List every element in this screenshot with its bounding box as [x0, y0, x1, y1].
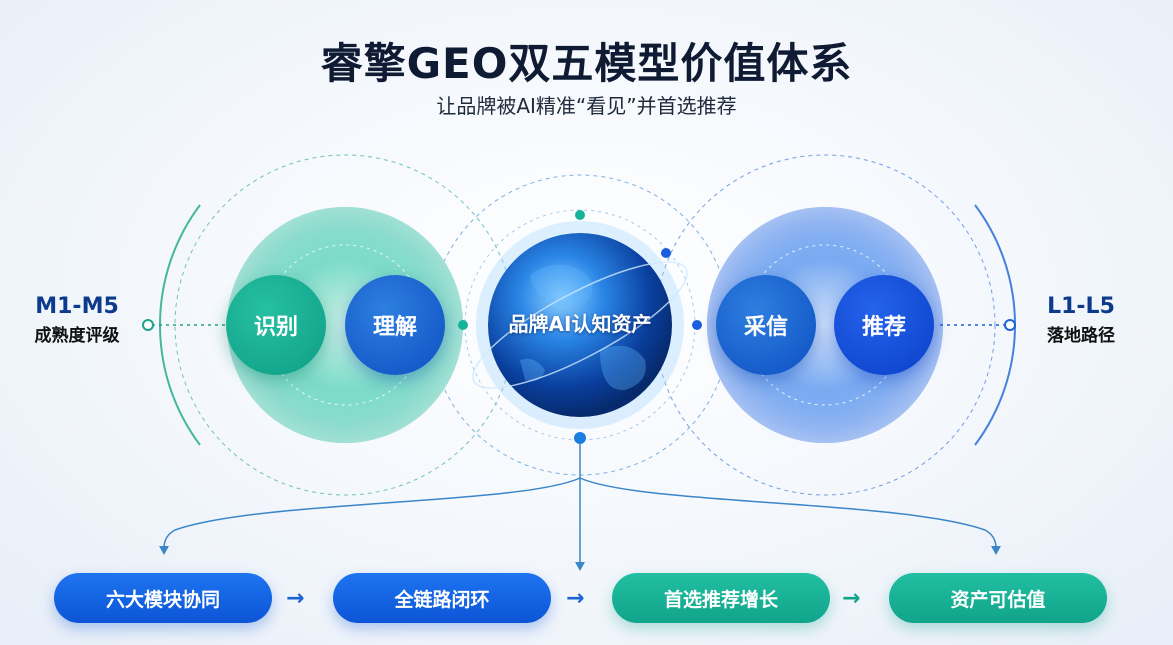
- core-asset-label: 品牌AI认知资产: [508, 312, 652, 336]
- maturity-code: M1-M5: [35, 294, 119, 319]
- page-title: 睿擎GEO双五模型价值体系: [320, 39, 853, 88]
- page-subtitle: 让品牌被AI精准“看见”并首选推荐: [436, 94, 737, 118]
- flow-arrow-1: →: [286, 586, 305, 611]
- flow-step-1: 六大模块协同: [54, 573, 272, 623]
- circle-identify: 识别: [226, 275, 326, 375]
- landing-desc: 落地路径: [1047, 326, 1115, 346]
- branch-right: [579, 477, 997, 549]
- flow-step-3: 首选推荐增长: [612, 573, 830, 623]
- orbit-dot-right: [692, 320, 702, 330]
- branch-right-arrowhead: [991, 546, 1001, 555]
- globe-orbit: [472, 261, 688, 389]
- right-side-label: L1-L5 落地路径: [1026, 294, 1136, 346]
- stem-arrowhead: [575, 562, 585, 571]
- maturity-desc: 成熟度评级: [34, 326, 120, 346]
- orbit-dot-left: [458, 320, 468, 330]
- ring-right-outer: [654, 154, 996, 496]
- globe-continents: [520, 264, 646, 391]
- branch-left: [163, 477, 581, 549]
- globe-icon: [488, 233, 672, 417]
- orbit-dot-bottom: [574, 432, 586, 444]
- orbit-dot-top: [575, 210, 585, 220]
- flow-step-2: 全链路闭环: [333, 573, 551, 623]
- orbit-dot-upper-right: [661, 248, 671, 258]
- flow-arrow-2: →: [566, 586, 585, 611]
- right-halo: [707, 207, 943, 443]
- left-side-label: M1-M5 成熟度评级: [18, 294, 136, 346]
- left-node: [142, 319, 154, 331]
- circle-understand: 理解: [345, 275, 445, 375]
- circle-trust: 采信: [716, 275, 816, 375]
- flow-arrow-3: →: [842, 586, 861, 611]
- branch-left-arrowhead: [159, 546, 169, 555]
- right-node: [1004, 319, 1016, 331]
- flow-step-4: 资产可估值: [889, 573, 1107, 623]
- circle-recommend: 推荐: [834, 275, 934, 375]
- landing-code: L1-L5: [1047, 294, 1115, 319]
